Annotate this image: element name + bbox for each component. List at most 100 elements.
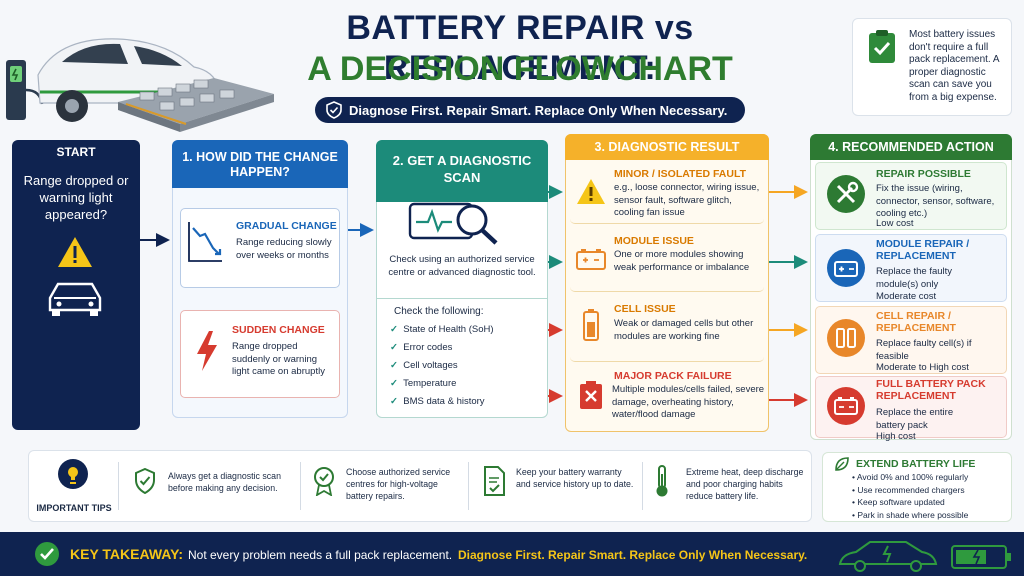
result-title: MINOR / ISOLATED FAULT [614,168,747,180]
sudden-change-text: Range dropped suddenly or warning light … [232,341,325,377]
action-text: Replace the entire battery pack [876,407,954,431]
col2-divider [377,298,547,299]
top-tip-text: Most battery issues don't require a full… [909,29,1000,103]
key-takeaway-bar [0,532,1024,576]
action-title: REPAIR POSSIBLE [876,168,971,180]
ev-car-icon [838,541,1011,572]
extend-item: • Keep software updated [852,497,945,507]
gradual-change-title: GRADUAL CHANGE [236,220,337,232]
clipboard-check-icon [869,30,895,63]
important-tips-bar [28,450,812,522]
gradual-change-text: Range reducing slowly over weeks or mont… [236,237,332,261]
result-title: MODULE ISSUE [614,235,694,247]
action-title: CELL REPAIR / REPLACEMENT [876,310,956,334]
check-circle-icon [35,542,59,566]
shield-check-icon [326,101,342,119]
check-item: ✓ Error codes [390,342,453,353]
start-tag: START [44,142,108,162]
scan-text: Check using an authorized service centre… [388,254,536,278]
cell-repair-icon [827,319,865,357]
module-battery-icon [576,249,606,270]
check-heading: Check the following: [394,306,484,317]
check-circle-icon: ✓ [390,324,398,335]
subtitle-text: Diagnose First. Repair Smart. Replace On… [349,102,728,118]
result-title: CELL ISSUE [614,303,676,315]
divider [468,462,469,510]
column-4-heading: 4. RECOMMENDED ACTION [810,134,1012,160]
check-circle-icon: ✓ [390,396,398,407]
thermometer-icon [656,465,668,497]
full-pack-icon [827,387,865,425]
action-text: Replace the faulty module(s) only [876,266,953,290]
tip-item: Always get a diagnostic scan before maki… [168,471,281,493]
extend-item: • Avoid 0% and 100% regularly [852,472,969,482]
leaf-icon [835,457,849,471]
module-repair-icon [827,249,865,287]
check-circle-icon: ✓ [390,378,398,389]
column-diagnostic-result [565,134,769,432]
result-minor [570,164,764,224]
shield-check-icon [135,468,155,494]
extend-battery-life-box [822,452,1012,522]
diagnostic-scan-icon [408,202,498,245]
result-cell [570,296,764,362]
extend-item: • Park in shade where possible [852,509,969,520]
check-item: ✓ State of Health (SoH) [390,324,494,335]
battery-fail-icon [580,381,602,409]
action-cost: Moderate cost [876,291,937,302]
result-text: Weak or damaged cells but other modules … [614,318,754,342]
check-circle-icon: ✓ [390,360,398,371]
takeaway-highlight: Diagnose First. Repair Smart. Replace On… [458,548,808,562]
result-text: One or more modules showing weak perform… [614,249,750,273]
tips-label: IMPORTANT TIPS [36,503,112,513]
result-title: MAJOR PACK FAILURE [614,370,732,382]
divider [642,462,643,510]
takeaway-text: Not every problem needs a full pack repl… [188,548,453,562]
car-icon [48,282,102,316]
column-3-heading: 3. DIAGNOSTIC RESULT [565,134,769,160]
column-1-heading: 1. HOW DID THE CHANGE HAPPEN? [172,140,348,188]
column-2-heading: 2. GET A DIAGNOSTIC SCAN [376,140,548,202]
action-title: FULL BATTERY PACK REPLACEMENT [876,378,986,402]
lightning-icon [197,331,217,371]
sudden-change-title: SUDDEN CHANGE [232,324,325,336]
action-cost: Moderate to High cost [876,362,969,373]
extend-item: • Use recommended chargers [852,484,965,495]
document-check-icon [484,466,505,496]
action-text: Replace faulty cell(s) if feasible [876,338,972,362]
action-cost: Low cost [876,218,914,229]
result-text: Multiple modules/cells failed, severe da… [612,384,765,420]
check-item: ✓ BMS data & history [390,396,485,407]
battery-cell-icon [583,309,599,341]
takeaway-label: KEY TAKEAWAY: [70,546,184,562]
gradual-change-card [180,208,340,288]
certified-badge-icon [314,467,334,496]
action-cost: High cost [876,431,916,442]
check-list: ✓ State of Health (SoH) ✓ Error codes ✓ … [390,321,494,411]
tip-item: Extreme heat, deep discharge and poor ch… [686,467,804,501]
extend-list: • Avoid 0% and 100% regularly • Use reco… [852,471,968,521]
tip-item: Choose authorized service centres for hi… [346,467,451,501]
result-text: e.g., loose connector, wiring issue, sen… [614,182,760,218]
action-title: MODULE REPAIR / REPLACEMENT [876,238,970,262]
title-line-1: BATTERY REPAIR vs REPLACEMENT: [346,9,694,87]
extend-heading: EXTEND BATTERY LIFE [856,458,976,470]
tip-item: Keep your battery warranty and service h… [516,467,634,489]
car-battery-illustration [6,38,274,132]
title-line-2: A DECISION FLOWCHART [307,50,733,88]
warning-triangle-icon [577,179,605,204]
warning-icon [58,237,92,267]
divider [118,462,119,510]
start-question: Range dropped or warning light appeared? [23,173,129,222]
top-tip-box: Most battery issues don't require a full… [852,18,1012,116]
lightbulb-icon [58,459,88,489]
divider [300,462,301,510]
check-item: ✓ Cell voltages [390,360,458,371]
declining-graph-icon [188,222,222,262]
wrench-tools-icon [827,175,865,213]
subtitle-banner: Diagnose First. Repair Smart. Replace On… [315,97,745,123]
check-item: ✓ Temperature [390,378,457,389]
result-module [570,228,764,292]
check-circle-icon: ✓ [390,342,398,353]
